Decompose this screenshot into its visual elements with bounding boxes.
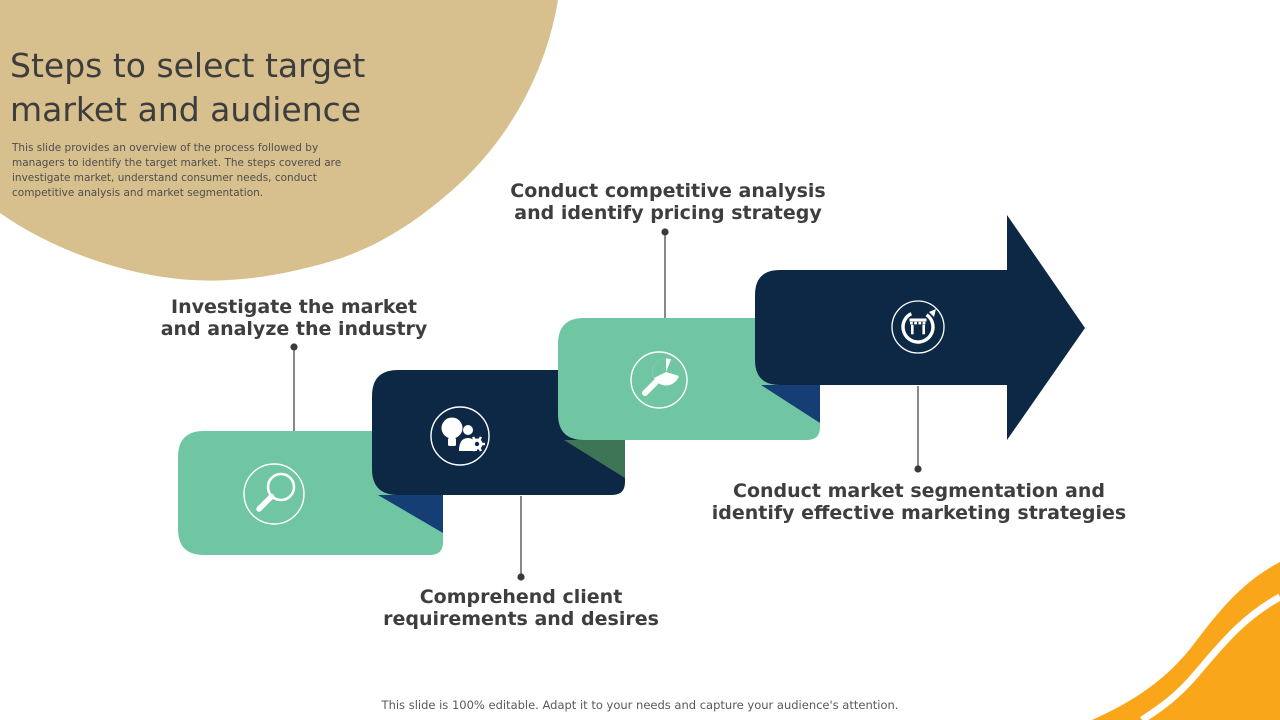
consumer-idea-icon (430, 406, 490, 466)
orange-blob (1092, 562, 1280, 720)
step2-fold (378, 495, 443, 533)
step1-label: Investigate the market and analyze the i… (134, 296, 454, 340)
step3-label-line1: Conduct competitive analysis (510, 180, 826, 202)
step3-fold (564, 440, 625, 478)
step2-label-line2: requirements and desires (383, 608, 659, 630)
step2-label: Comprehend client requirements and desir… (361, 586, 681, 630)
slide-title: Steps to select target market and audien… (10, 46, 366, 129)
step4-label: Conduct market segmentation and identify… (694, 480, 1144, 524)
step4-label-line2: identify effective marketing strategies (711, 502, 1127, 524)
step3-shape (558, 318, 820, 440)
step1-label-line1: Investigate the market (171, 296, 417, 318)
step3-label: Conduct competitive analysis and identif… (478, 180, 858, 224)
footer-note: This slide is 100% editable. Adapt it to… (381, 698, 899, 712)
tan-blob (0, 0, 558, 281)
step3-label-line2: and identify pricing strategy (514, 202, 822, 224)
connector-dots (290, 228, 922, 581)
step4-arrow-shape (755, 215, 1085, 440)
connector-lines (293, 232, 919, 577)
step1-label-line2: and analyze the industry (160, 318, 428, 340)
step4-label-line1: Conduct market segmentation and (733, 480, 1105, 502)
step4-fold (761, 385, 820, 423)
search-icon (243, 463, 305, 525)
pie-analysis-icon (630, 351, 688, 409)
step2-label-line1: Comprehend client (419, 586, 623, 608)
orange-blob-stripe (1140, 593, 1280, 720)
slide-description: This slide provides an overview of the p… (12, 142, 342, 199)
market-store-icon (891, 300, 945, 354)
